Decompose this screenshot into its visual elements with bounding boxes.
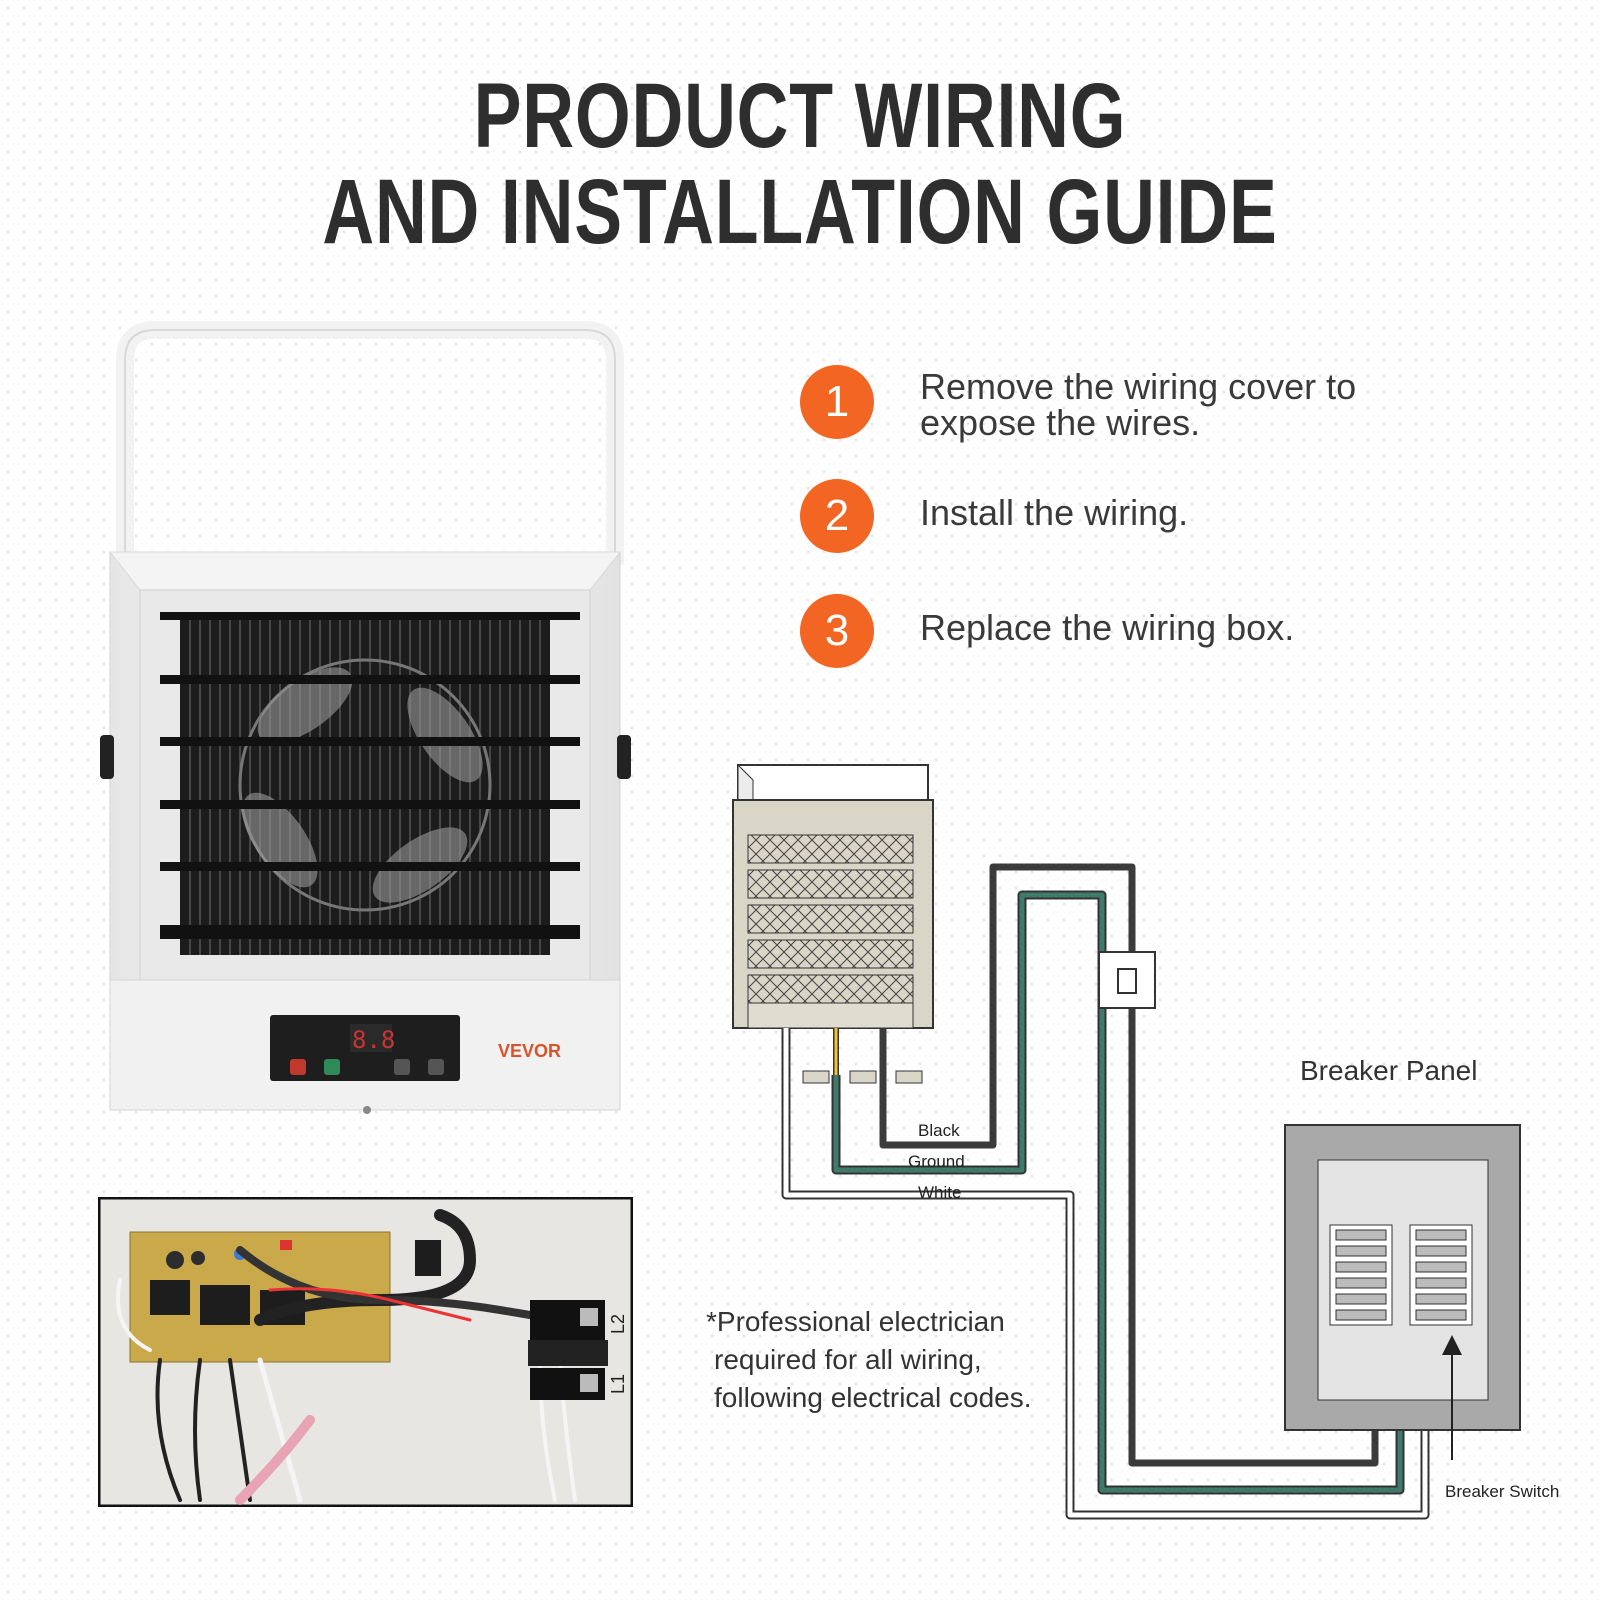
brand-logo: VEVOR xyxy=(498,1041,561,1061)
terminal-label-l2: L2 xyxy=(608,1314,628,1334)
wire-label-ground: Ground xyxy=(908,1152,965,1171)
power-button xyxy=(290,1059,306,1075)
page-title: PRODUCT WIRING AND INSTALLATION GUIDE xyxy=(0,70,1600,258)
title-line-1: PRODUCT WIRING xyxy=(473,65,1127,167)
up-button xyxy=(394,1059,410,1075)
step-1: 1 Remove the wiring cover to expose the … xyxy=(800,365,1580,445)
note-line-2: required for all wiring, xyxy=(714,1344,982,1375)
step-1-number: 1 xyxy=(800,365,874,439)
step-1-line-1: Remove the wiring cover to xyxy=(920,366,1357,407)
heater-fan xyxy=(238,658,492,912)
step-1-line-2: expose the wires. xyxy=(920,402,1201,443)
heater-product-image: 8.8 VEVOR xyxy=(100,321,631,1114)
heater-grille xyxy=(180,620,550,955)
step-2-text: Install the wiring. xyxy=(920,492,1189,533)
breaker-panel-label: Breaker Panel xyxy=(1300,1055,1477,1086)
step-3-number: 3 xyxy=(800,594,874,668)
wire-label-black: Black xyxy=(918,1121,960,1140)
step-1-text: Remove the wiring cover to expose the wi… xyxy=(920,369,1480,441)
note-line-1: *Professional electrician xyxy=(706,1306,1005,1337)
black-wire xyxy=(879,863,1379,1467)
terminal-label-l1: L1 xyxy=(608,1374,628,1394)
down-button xyxy=(428,1059,444,1075)
heater-handle xyxy=(116,321,624,565)
step-2: 2 Install the wiring. xyxy=(800,479,1580,559)
breaker-switch-label: Breaker Switch xyxy=(1445,1482,1559,1501)
title-line-2: AND INSTALLATION GUIDE xyxy=(322,161,1278,263)
step-2-number: 2 xyxy=(800,479,874,553)
step-3: 3 Replace the wiring box. xyxy=(800,594,1580,674)
breaker-panel-icon xyxy=(1284,1124,1521,1431)
wire-label-white: White xyxy=(918,1183,961,1202)
wall-switch-icon xyxy=(1098,951,1156,1009)
wiring-photo: L2 L1 xyxy=(98,1197,633,1507)
note-line-3: following electrical codes. xyxy=(714,1382,1032,1413)
electrician-note: *Professional electrician required for a… xyxy=(706,1303,1086,1417)
temperature-display: 8.8 xyxy=(352,1026,395,1054)
heater-icon xyxy=(732,763,934,1029)
step-3-text: Replace the wiring box. xyxy=(920,607,1295,648)
mode-button xyxy=(324,1059,340,1075)
